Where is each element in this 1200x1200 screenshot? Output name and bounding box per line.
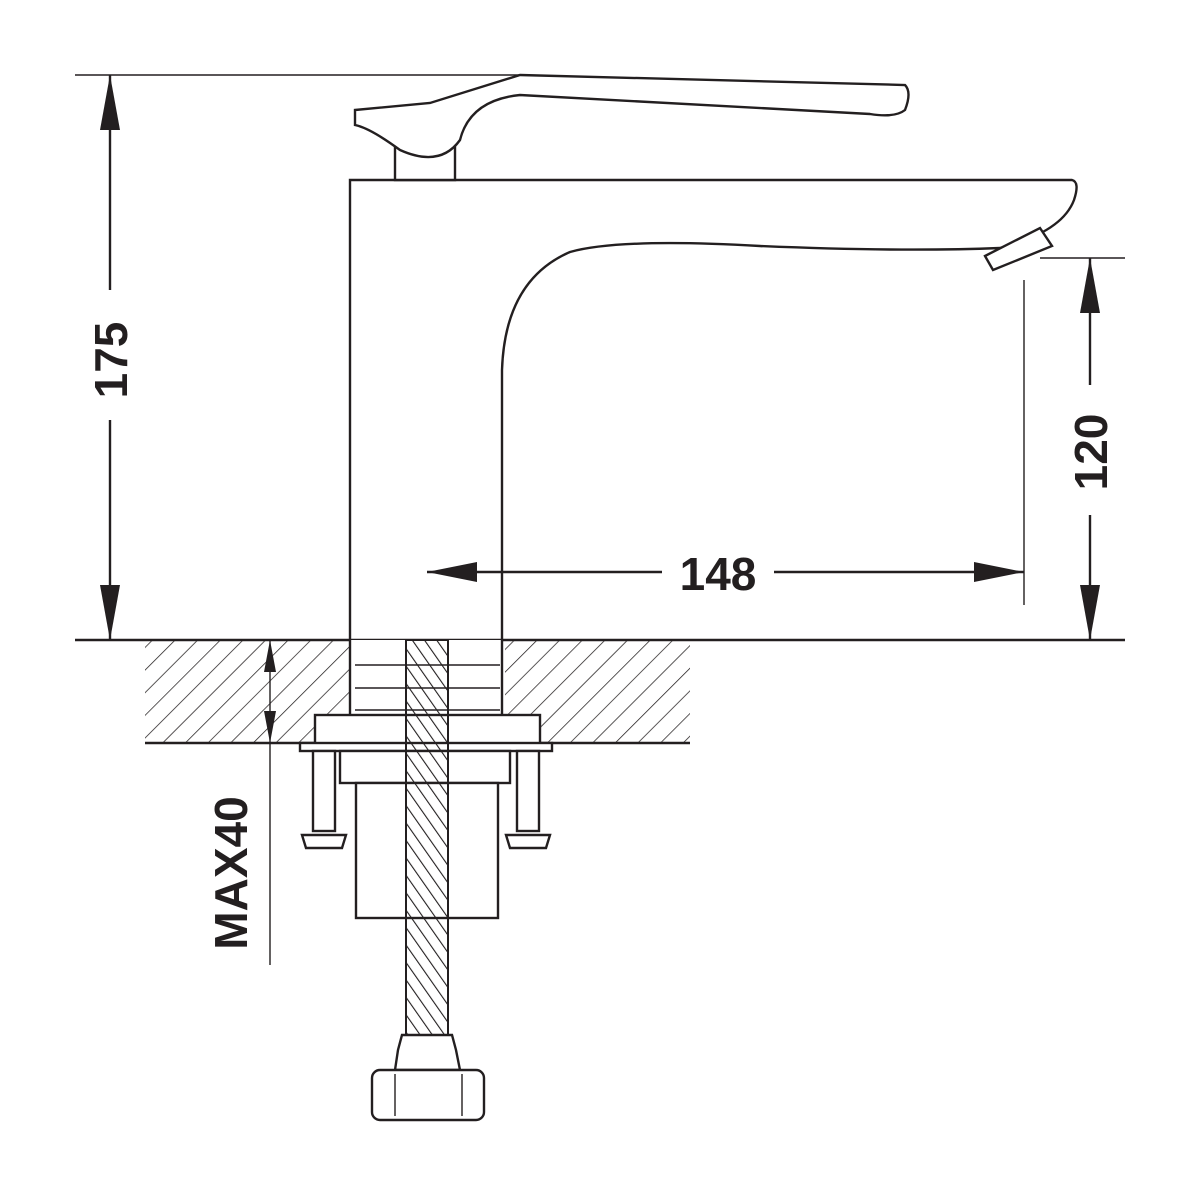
stud-left-foot [300, 833, 348, 850]
aerator [983, 226, 1054, 272]
faucet-spout-body [348, 178, 1078, 642]
arrow-120-bottom [1080, 585, 1100, 640]
dimension-spout-reach: 148 [427, 540, 1024, 600]
stud-left [311, 749, 337, 833]
arrow-175-top [100, 75, 120, 130]
stud-right [515, 749, 541, 833]
dimension-deck-thickness: MAX40 [205, 640, 276, 965]
dimension-label-120: 120 [1065, 414, 1117, 491]
stud-right-foot [504, 833, 552, 850]
reference-lines [75, 74, 1125, 642]
handle-lever [353, 73, 910, 159]
threaded-rod [405, 639, 449, 1036]
faucet-handle [353, 73, 910, 182]
hose-connector-neck [393, 1033, 462, 1072]
dimension-label-max40: MAX40 [205, 796, 257, 949]
mounting-assembly [298, 639, 554, 1122]
dimension-label-148: 148 [680, 548, 757, 600]
countertop-section [145, 640, 690, 745]
dimension-label-175: 175 [85, 322, 137, 399]
dimension-total-height: 175 [85, 75, 137, 640]
arrow-max40-bottom [264, 711, 276, 743]
arrow-175-bottom [100, 585, 120, 640]
arrow-120-top [1080, 258, 1100, 313]
arrow-148-right [974, 562, 1024, 582]
hose-connector-nut [370, 1068, 486, 1122]
faucet-body [348, 178, 1078, 642]
dimension-spout-height: 120 [1065, 258, 1117, 640]
arrow-148-left [427, 562, 477, 582]
arrow-max40-top [264, 640, 276, 672]
